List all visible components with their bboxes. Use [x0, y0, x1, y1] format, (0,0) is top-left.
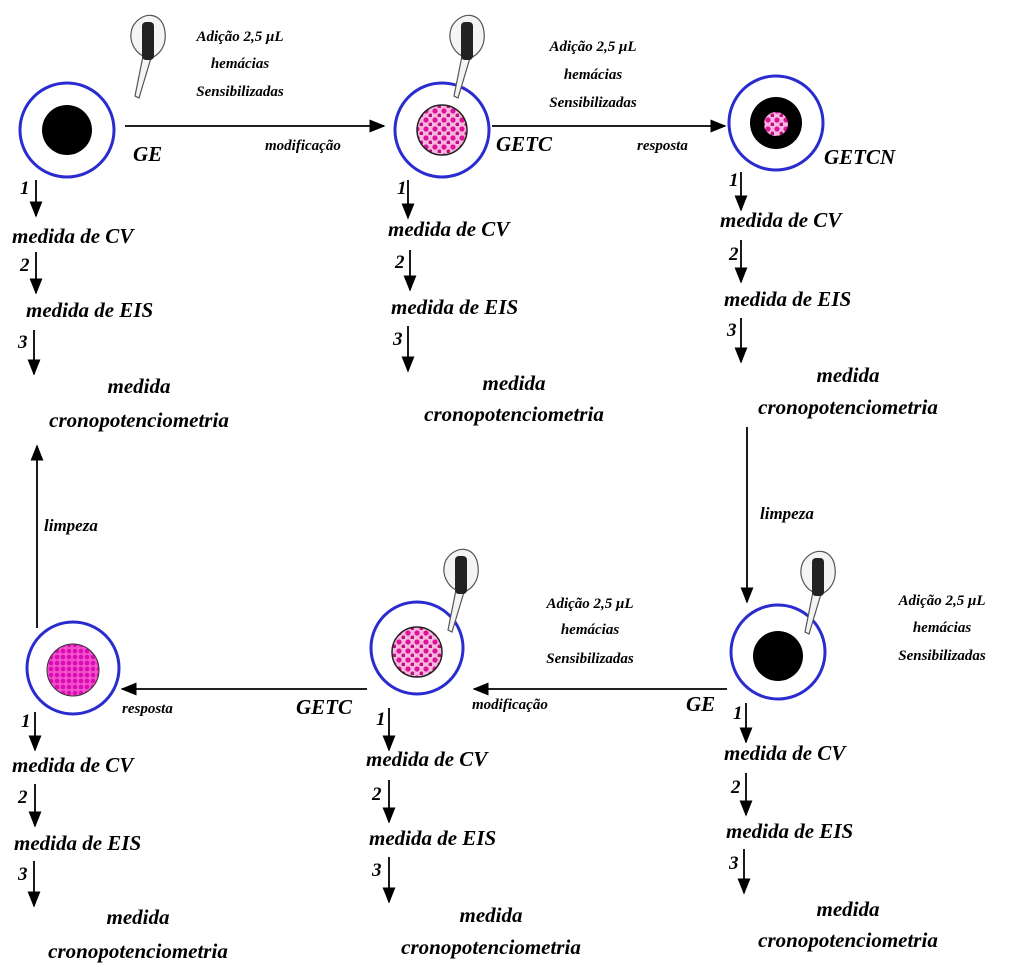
- svg-text:1: 1: [397, 178, 407, 199]
- svg-text:cronopotenciometria: cronopotenciometria: [48, 939, 228, 963]
- svg-text:cronopotenciometria: cronopotenciometria: [758, 928, 938, 952]
- svg-text:1: 1: [733, 703, 743, 724]
- svg-text:medida de EIS: medida de EIS: [26, 298, 153, 322]
- svg-text:medida de EIS: medida de EIS: [724, 287, 851, 311]
- svg-text:Adição 2,5 μL: Adição 2,5 μL: [548, 39, 636, 55]
- svg-text:medida de CV: medida de CV: [388, 217, 511, 241]
- label-limpeza-left: limpeza: [44, 516, 98, 535]
- label-modificacao-top: modificação: [265, 138, 341, 154]
- svg-text:medida: medida: [483, 371, 546, 395]
- svg-text:3: 3: [17, 332, 28, 353]
- svg-text:2: 2: [394, 252, 405, 273]
- svg-text:medida: medida: [460, 903, 523, 927]
- svg-text:Adição 2,5 μL: Adição 2,5 μL: [545, 596, 633, 612]
- svg-text:medida de CV: medida de CV: [366, 747, 489, 771]
- addition-note-1: Adição 2,5 μL hemácias Sensibilizadas: [195, 29, 283, 100]
- label-ge-bottom: GE: [686, 692, 715, 716]
- pipette-hand-icon: [449, 14, 485, 99]
- svg-text:Sensibilizadas: Sensibilizadas: [546, 651, 634, 667]
- svg-text:1: 1: [729, 170, 739, 191]
- measure-column-top-left: 1 medida de CV 2 medida de EIS 3 medida …: [12, 178, 229, 432]
- svg-text:medida de CV: medida de CV: [720, 208, 843, 232]
- electrode-ge-bottom: [729, 603, 827, 701]
- svg-text:3: 3: [728, 853, 739, 874]
- svg-text:cronopotenciometria: cronopotenciometria: [424, 402, 604, 426]
- measure-column-bottom-middle: 1 medida de CV 2 medida de EIS 3 medida …: [366, 708, 581, 959]
- measure-column-top-right: 1 medida de CV 2 medida de EIS 3 medida …: [720, 170, 938, 419]
- svg-text:medida: medida: [107, 905, 170, 929]
- label-modificacao-bottom: modificação: [472, 697, 548, 713]
- measure-column-bottom-right: 1 medida de CV 2 medida de EIS 3 medida …: [724, 703, 938, 952]
- addition-note-2: Adição 2,5 μL hemácias Sensibilizadas: [548, 39, 636, 111]
- measure-column-top-middle: 1 medida de CV 2 medida de EIS 3 medida …: [388, 178, 604, 426]
- label-resposta-bottom: resposta: [122, 701, 173, 717]
- label-limpeza-right: limpeza: [760, 504, 814, 523]
- electrode-final-bottom: [25, 620, 121, 716]
- svg-text:medida de CV: medida de CV: [12, 753, 135, 777]
- svg-text:cronopotenciometria: cronopotenciometria: [49, 408, 229, 432]
- measure-column-bottom-left: 1 medida de CV 2 medida de EIS 3 medida …: [12, 711, 228, 963]
- svg-text:1: 1: [21, 711, 31, 732]
- svg-text:3: 3: [17, 864, 28, 885]
- addition-note-4: Adição 2,5 μL hemácias Sensibilizadas: [897, 593, 985, 664]
- electrode-ge-top: [18, 81, 116, 179]
- svg-text:medida de EIS: medida de EIS: [369, 826, 496, 850]
- label-resposta-top: resposta: [637, 138, 688, 154]
- electrode-getc-bottom: [369, 600, 465, 696]
- svg-text:medida: medida: [108, 374, 171, 398]
- svg-text:medida de CV: medida de CV: [724, 741, 847, 765]
- pipette-hand-icon: [800, 550, 836, 635]
- label-getcn-top: GETCN: [824, 145, 896, 169]
- pipette-hand-icon: [443, 548, 479, 633]
- svg-text:Sensibilizadas: Sensibilizadas: [898, 648, 986, 664]
- svg-text:hemácias: hemácias: [561, 622, 619, 638]
- svg-text:Adição 2,5 μL: Adição 2,5 μL: [897, 593, 985, 609]
- svg-text:2: 2: [730, 777, 741, 798]
- svg-text:medida de EIS: medida de EIS: [726, 819, 853, 843]
- svg-text:medida: medida: [817, 363, 880, 387]
- svg-text:hemácias: hemácias: [211, 56, 269, 72]
- svg-text:hemácias: hemácias: [913, 620, 971, 636]
- label-getc-bottom: GETC: [296, 695, 353, 719]
- svg-text:3: 3: [371, 860, 382, 881]
- electrode-getc-top: [393, 81, 491, 179]
- svg-text:1: 1: [376, 709, 386, 730]
- svg-text:medida de EIS: medida de EIS: [14, 831, 141, 855]
- label-getc-top: GETC: [496, 132, 553, 156]
- svg-text:cronopotenciometria: cronopotenciometria: [401, 935, 581, 959]
- pipette-hand-icon: [130, 14, 166, 99]
- svg-text:3: 3: [392, 329, 403, 350]
- addition-note-3: Adição 2,5 μL hemácias Sensibilizadas: [545, 596, 633, 667]
- svg-text:Adição 2,5 μL: Adição 2,5 μL: [195, 29, 283, 45]
- svg-text:2: 2: [19, 255, 30, 276]
- svg-text:cronopotenciometria: cronopotenciometria: [758, 395, 938, 419]
- svg-text:1: 1: [20, 178, 30, 199]
- electrode-getcn-top: [727, 74, 825, 172]
- svg-text:medida de EIS: medida de EIS: [391, 295, 518, 319]
- svg-text:hemácias: hemácias: [564, 67, 622, 83]
- svg-text:medida: medida: [817, 897, 880, 921]
- label-ge-top: GE: [133, 142, 162, 166]
- svg-text:2: 2: [728, 244, 739, 265]
- svg-text:Sensibilizadas: Sensibilizadas: [196, 84, 284, 100]
- svg-text:2: 2: [371, 784, 382, 805]
- svg-text:2: 2: [17, 787, 28, 808]
- svg-text:medida de CV: medida de CV: [12, 224, 135, 248]
- svg-text:3: 3: [726, 320, 737, 341]
- svg-text:Sensibilizadas: Sensibilizadas: [549, 95, 637, 111]
